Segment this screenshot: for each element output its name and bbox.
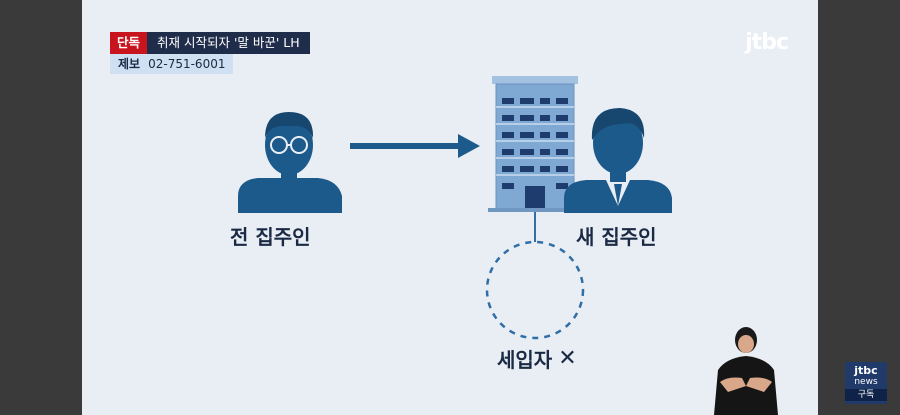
apartment-building-icon [488, 76, 582, 212]
exclusive-badge: 단독 [110, 32, 148, 54]
previous-owner-icon [238, 112, 342, 213]
headline-ribbon: 단독 취재 시작되자 '말 바꾼' LH [110, 32, 310, 54]
x-mark-icon: ✕ [558, 346, 577, 371]
jtbc-logo: jtbc [745, 30, 789, 55]
missing-tenant-circle [485, 240, 585, 340]
transfer-arrow [350, 134, 480, 158]
new-owner-icon [564, 108, 672, 213]
subscribe-logo: jtbc [854, 364, 878, 377]
left-letterbox [0, 0, 82, 415]
tip-line: 제보 02-751-6001 [110, 54, 234, 74]
ownership-diagram [238, 76, 672, 340]
new-owner-label: 새 집주인 [576, 225, 657, 249]
right-letterbox [818, 0, 900, 415]
tip-label: 제보 [118, 57, 141, 71]
headline-text: 취재 시작되자 '말 바꾼' LH [147, 32, 310, 54]
tenant-label-group: 세입자 ✕ [497, 344, 577, 373]
subscribe-button[interactable]: jtbc news 구독 [845, 362, 887, 404]
previous-owner-label: 전 집주인 [230, 225, 311, 249]
video-frame: 단독 취재 시작되자 '말 바꾼' LH 제보 02-751-6001 jtbc [82, 0, 818, 415]
subscribe-news: news [854, 377, 878, 387]
subscribe-label: 구독 [845, 389, 887, 401]
sign-language-interpreter [714, 327, 778, 415]
tenant-label: 세입자 [497, 348, 553, 372]
tip-phone: 02-751-6001 [148, 57, 226, 71]
